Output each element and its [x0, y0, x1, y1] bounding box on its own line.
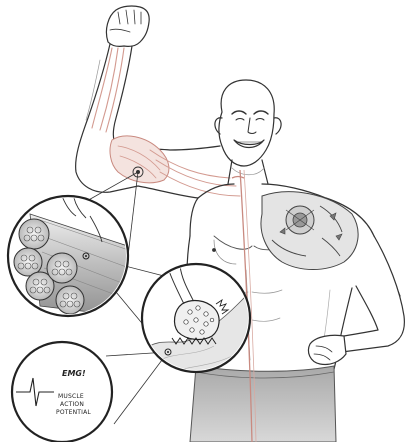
- emg-title: EMG!: [62, 369, 86, 378]
- emg-label-line1: MUSCLE: [58, 393, 84, 400]
- emg-callout: EMG! MUSCLE ACTION POTENTIAL: [12, 342, 112, 442]
- neuromuscular-junction-callout: [142, 264, 256, 380]
- emg-label-line3: POTENTIAL: [56, 409, 91, 416]
- shoulder-tattoo: [261, 192, 358, 270]
- emg-label-line2: ACTION: [60, 401, 84, 408]
- head: [219, 80, 274, 166]
- muscle-fiber-callout: [8, 196, 140, 318]
- right-hand: [308, 335, 346, 364]
- raised-fist: [106, 6, 149, 46]
- ear-right: [274, 118, 281, 134]
- pants: [190, 366, 336, 442]
